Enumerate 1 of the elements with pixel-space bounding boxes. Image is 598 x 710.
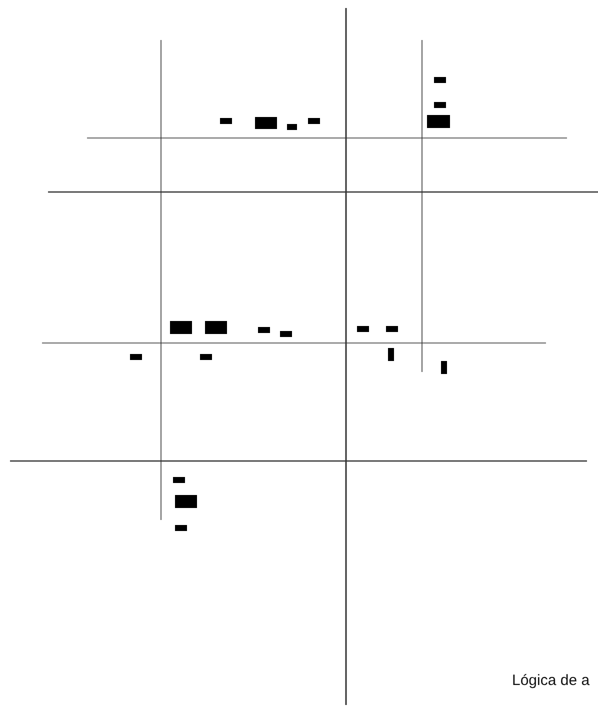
caption-text: Lógica de a	[512, 672, 590, 689]
